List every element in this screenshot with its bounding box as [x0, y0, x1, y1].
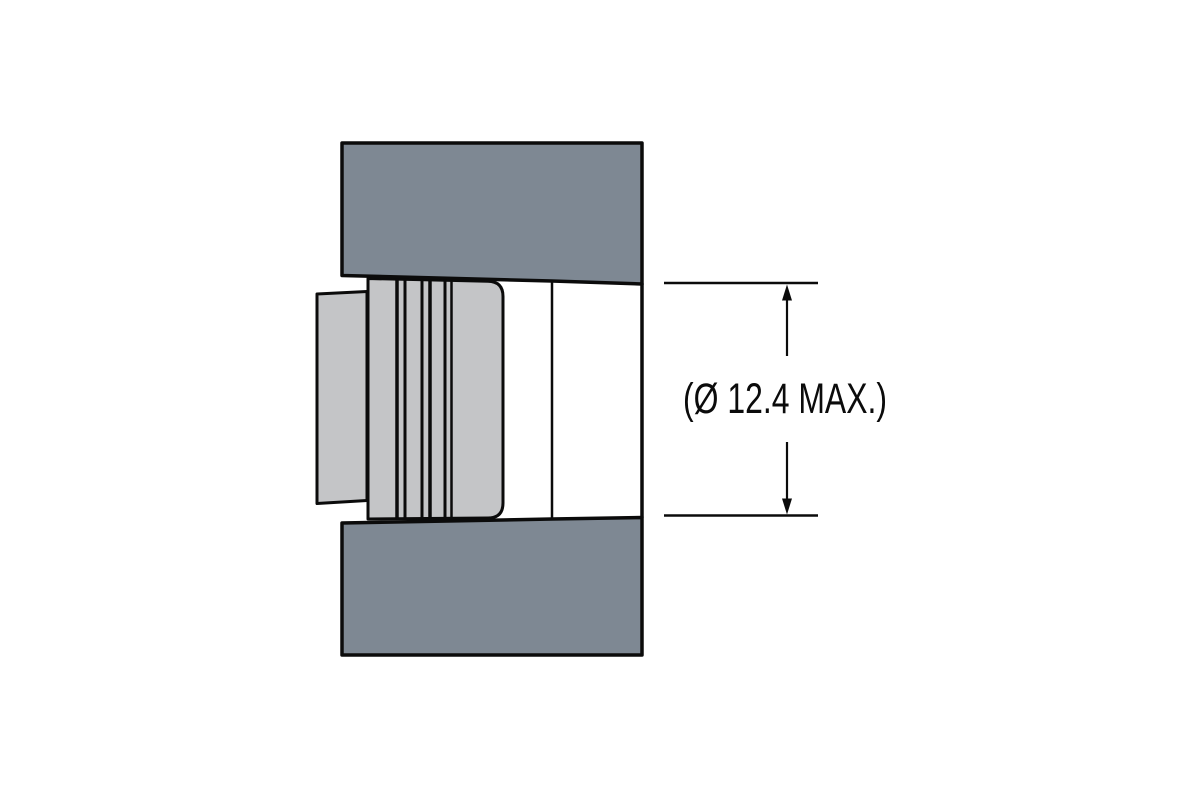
- dimension-label: (Ø 12.4 MAX.): [683, 375, 887, 423]
- upper-housing-block: [340, 141, 644, 286]
- lower-housing-block: [340, 515, 644, 657]
- arrow-up-icon: [782, 284, 792, 301]
- seal-part-group: [315, 277, 505, 521]
- housing-group: [340, 141, 644, 657]
- seal-body-shape: [366, 277, 505, 521]
- dimension-annotation: (Ø 12.4 MAX.): [664, 281, 887, 517]
- arrow-down-icon: [782, 498, 792, 515]
- flange-tab-shape: [315, 290, 369, 505]
